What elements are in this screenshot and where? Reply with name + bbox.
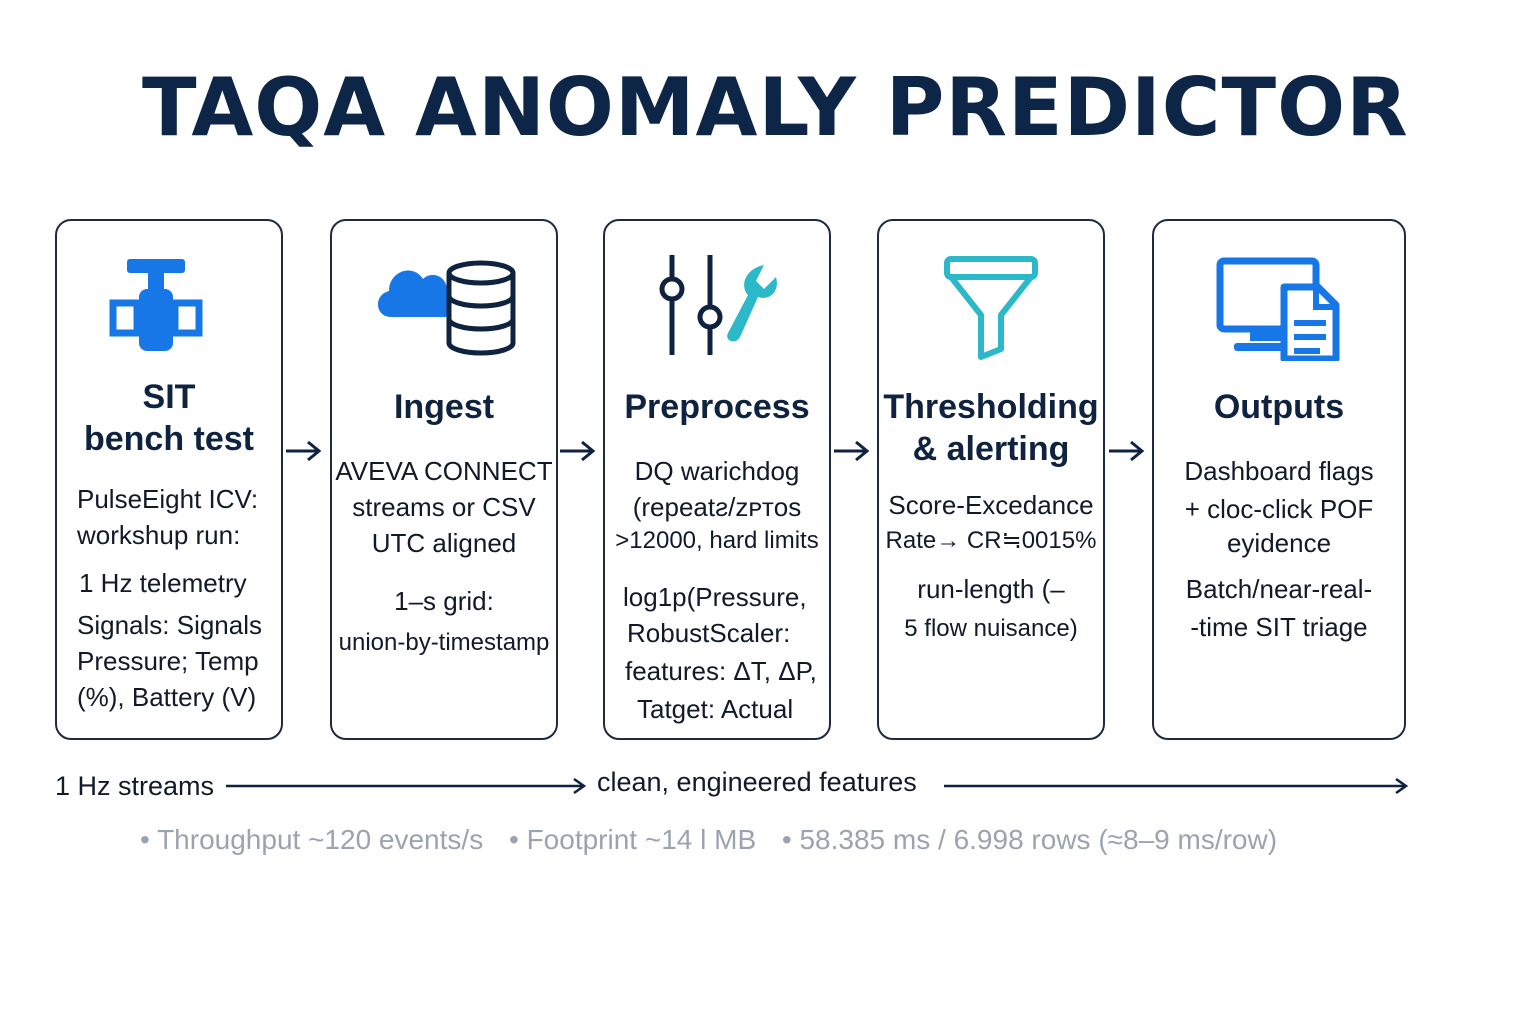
sliders-wrench-icon bbox=[605, 251, 829, 371]
card-title: Ingest bbox=[393, 388, 495, 426]
page-title: TAQA ANOMALY PREDICTOR bbox=[142, 61, 1409, 154]
card-preprocess: Preprocess DQ warichdog (repeatƨ/ᴢᴘᴛᴏs >… bbox=[603, 219, 831, 740]
metrics-bar: • Throughput ~120 events/s • Footprint ~… bbox=[140, 826, 1295, 854]
flow-label-features: clean, engineered features bbox=[597, 767, 917, 797]
arrow-right-icon bbox=[286, 440, 322, 462]
card-title: SIT bench test bbox=[83, 378, 255, 458]
funnel-icon bbox=[879, 251, 1103, 371]
flow-arrow-icon bbox=[944, 777, 1409, 795]
card-sit-bench-test: SIT bench test PulseEight ICV: workshup … bbox=[55, 219, 283, 740]
flow-label-streams: 1 Hz streams bbox=[55, 771, 215, 801]
monitor-document-icon bbox=[1154, 251, 1404, 371]
flow-arrow-icon bbox=[226, 777, 587, 795]
metric-latency: • 58.385 ms / 6.998 rows (≈8–9 ms/row) bbox=[781, 824, 1278, 855]
arrow-right-icon bbox=[1109, 440, 1145, 462]
metric-throughput: • Throughput ~120 events/s bbox=[140, 824, 484, 855]
cloud-database-icon bbox=[332, 251, 556, 371]
arrow-right-icon bbox=[834, 440, 870, 462]
valve-icon bbox=[57, 251, 281, 371]
card-ingest: Ingest AVEVA CONNECT streams or CSV UTC … bbox=[330, 219, 558, 740]
card-outputs: Outputs Dashboard flags + cloc-click POF… bbox=[1152, 219, 1406, 740]
card-title: Thresholding & alerting bbox=[883, 388, 1099, 468]
card-title: Outputs bbox=[1213, 388, 1345, 426]
card-title: Preprocess bbox=[624, 388, 810, 426]
arrow-right-icon bbox=[560, 440, 596, 462]
metric-footprint: • Footprint ~14 l MB bbox=[508, 824, 757, 855]
card-thresholding-alerting: Thresholding & alerting Score-Excedance … bbox=[877, 219, 1105, 740]
